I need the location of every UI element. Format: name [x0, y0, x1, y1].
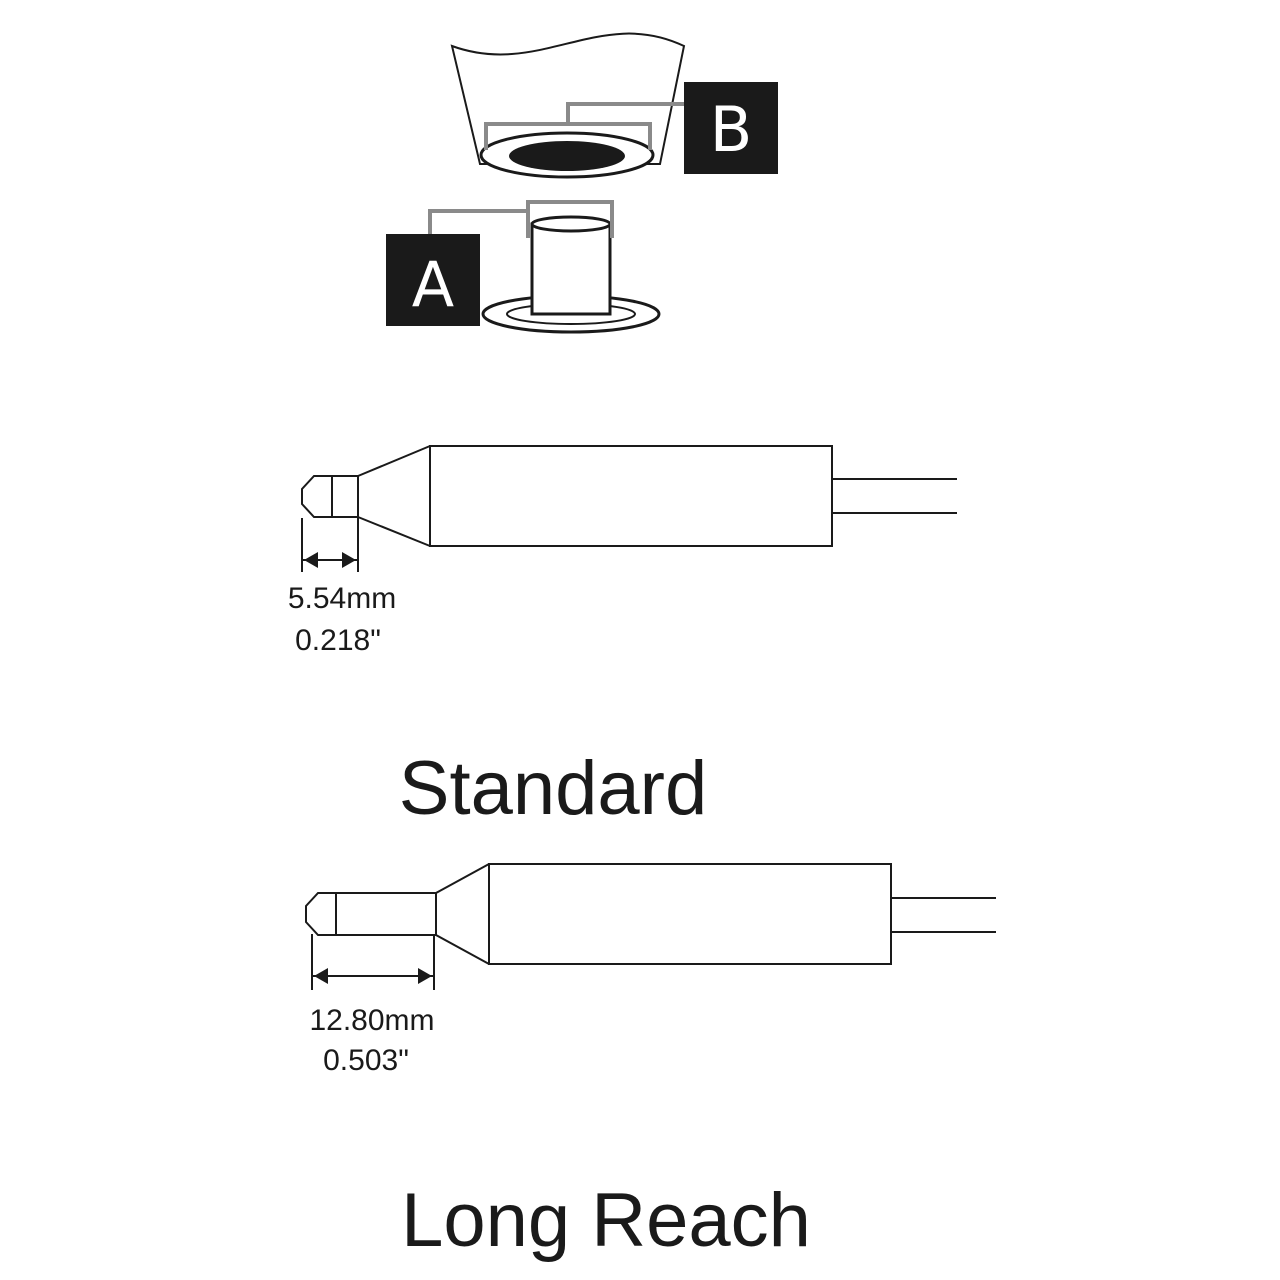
- standard-nozzle: [301, 475, 358, 518]
- tip-cup-outline: [450, 32, 686, 165]
- tip-cup-opening: [509, 141, 625, 171]
- long-reach-nozzle: [305, 892, 436, 936]
- leader-line-a: [428, 200, 614, 238]
- post-top: [530, 215, 612, 233]
- standard-dim-arrow-right: [342, 552, 356, 568]
- long-reach-barrel: [488, 863, 892, 965]
- standard-dim-arrow-left: [304, 552, 318, 568]
- standard-title: Standard: [399, 746, 707, 831]
- standard-tip-drawing: 5.54mm 0.218": [288, 445, 957, 657]
- tip-cavity-illustration: B A: [386, 32, 778, 334]
- long-reach-dim-arrow-right: [418, 968, 432, 984]
- long-reach-dim-mm: 12.80mm: [309, 1004, 434, 1037]
- leader-line-b: [484, 102, 684, 150]
- long-reach-taper: [435, 863, 490, 965]
- standard-dim-inch: 0.218": [295, 624, 381, 657]
- label-box-b: [684, 82, 778, 174]
- label-b: B: [710, 93, 753, 166]
- post-body: [530, 222, 612, 316]
- label-box-a: [386, 234, 480, 326]
- label-a: A: [412, 248, 454, 321]
- long-reach-dim-inch: 0.503": [323, 1044, 409, 1077]
- long-reach-title: Long Reach: [401, 1178, 811, 1263]
- standard-barrel: [429, 445, 833, 547]
- long-reach-dim-arrow-left: [314, 968, 328, 984]
- standard-dim-mm: 5.54mm: [288, 582, 396, 615]
- standard-taper: [357, 445, 431, 547]
- long-reach-tip-drawing: 12.80mm 0.503": [305, 863, 996, 1077]
